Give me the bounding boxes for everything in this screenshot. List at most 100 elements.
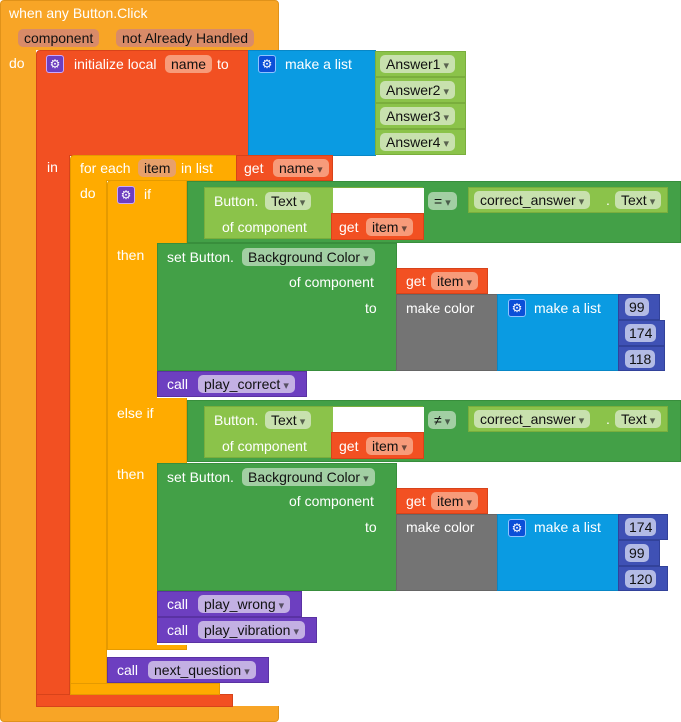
for-each-label: for each	[80, 160, 131, 176]
button-label: Button.	[214, 412, 259, 428]
property-dropdown[interactable]: Text	[265, 192, 312, 210]
get-name-block[interactable]: get name	[236, 155, 333, 181]
number-block[interactable]: 120	[618, 566, 668, 591]
component-dropdown[interactable]: correct_answer	[474, 410, 591, 428]
button-text-getter[interactable]: Button. Text of component get item	[204, 406, 424, 459]
gear-icon[interactable]: ⚙	[258, 55, 276, 73]
make-list-label: make a list	[285, 56, 352, 72]
answer-block[interactable]: Answer3	[375, 103, 466, 129]
call-label: call	[167, 376, 189, 392]
call-label: call	[117, 662, 139, 678]
init-local-footer	[36, 694, 233, 707]
do-label: do	[9, 55, 25, 71]
param-component[interactable]: component	[18, 29, 100, 47]
loop-var-item[interactable]: item	[138, 159, 177, 177]
local-var-name[interactable]: name	[165, 55, 213, 73]
property-dropdown[interactable]: Text	[615, 191, 662, 209]
call-play-vibration-block[interactable]: call play_vibration	[157, 617, 317, 643]
gear-icon[interactable]: ⚙	[508, 519, 526, 537]
number-field[interactable]: 118	[625, 350, 656, 368]
if-label: if	[144, 186, 151, 202]
param-not-already-handled[interactable]: not Already Handled	[116, 29, 255, 47]
make-a-list-block[interactable]: ⚙ make a list	[497, 514, 619, 591]
dot-label: .	[606, 411, 610, 427]
compare-equal-block[interactable]: Button. Text of component get item = cor…	[187, 181, 681, 243]
number-field[interactable]: 99	[625, 544, 649, 562]
get-item-block[interactable]: get item	[396, 488, 488, 514]
number-field[interactable]: 99	[625, 298, 649, 316]
number-block[interactable]: 99	[618, 540, 660, 566]
make-a-list-block[interactable]: ⚙ make a list	[497, 294, 619, 371]
init-local-label: initialize local	[74, 56, 157, 72]
get-item-block[interactable]: get item	[396, 268, 488, 294]
number-block[interactable]: 174	[618, 514, 668, 540]
button-text-getter[interactable]: Button. Text of component get item	[204, 187, 424, 240]
procedure-dropdown[interactable]: play_wrong	[198, 595, 291, 613]
component-dropdown[interactable]: correct_answer	[474, 191, 591, 209]
to-label: to	[365, 519, 377, 535]
call-next-question-block[interactable]: call next_question	[107, 657, 269, 683]
gear-icon[interactable]: ⚙	[508, 299, 526, 317]
operator-dropdown[interactable]: ≠	[428, 411, 457, 429]
dot-label: .	[606, 192, 610, 208]
component-dropdown[interactable]: Answer4	[380, 133, 456, 151]
to-label: to	[365, 300, 377, 316]
get-label: get	[339, 438, 359, 454]
of-component-label: of component	[289, 493, 374, 509]
component-dropdown[interactable]: Answer1	[380, 55, 456, 73]
property-dropdown[interactable]: Background Color	[242, 468, 375, 486]
set-background-color-block[interactable]: set Button. Background Color of componen…	[157, 243, 397, 371]
number-block[interactable]: 174	[618, 320, 665, 346]
var-dropdown[interactable]: item	[366, 437, 414, 455]
var-dropdown[interactable]: item	[431, 492, 479, 510]
call-play-correct-block[interactable]: call play_correct	[157, 371, 307, 397]
operator-dropdown[interactable]: =	[428, 192, 457, 210]
component-dropdown[interactable]: Answer2	[380, 81, 456, 99]
number-field[interactable]: 120	[625, 570, 657, 588]
event-title: when any Button.Click	[9, 5, 148, 21]
do-label: do	[80, 185, 96, 201]
gear-icon[interactable]: ⚙	[46, 55, 64, 73]
compare-not-equal-block[interactable]: Button. Text of component get item ≠ cor…	[187, 400, 681, 462]
set-label: set Button.	[167, 249, 234, 265]
make-list-label: make a list	[534, 519, 601, 535]
for-each-footer	[70, 683, 220, 695]
component-text-getter[interactable]: correct_answer . Text	[468, 406, 668, 432]
call-play-wrong-block[interactable]: call play_wrong	[157, 591, 302, 617]
make-color-block[interactable]: make color	[396, 514, 498, 591]
number-block[interactable]: 118	[618, 346, 665, 371]
procedure-dropdown[interactable]: play_vibration	[198, 621, 305, 639]
get-label: get	[406, 273, 426, 289]
init-local-body	[36, 155, 70, 707]
property-dropdown[interactable]: Background Color	[242, 248, 375, 266]
var-dropdown[interactable]: item	[431, 272, 479, 290]
get-item-block[interactable]: get item	[331, 213, 424, 240]
var-dropdown[interactable]: item	[366, 218, 414, 236]
number-block[interactable]: 99	[618, 294, 660, 320]
component-text-getter[interactable]: correct_answer . Text	[468, 187, 668, 213]
number-field[interactable]: 174	[625, 518, 657, 536]
answer-block[interactable]: Answer1	[375, 51, 466, 77]
make-color-label: make color	[406, 519, 475, 535]
var-dropdown[interactable]: name	[273, 159, 329, 177]
gear-icon[interactable]: ⚙	[117, 186, 135, 204]
notch	[333, 407, 424, 433]
in-label: in	[47, 159, 58, 175]
answer-block[interactable]: Answer4	[375, 129, 466, 155]
call-label: call	[167, 622, 189, 638]
procedure-dropdown[interactable]: play_correct	[198, 375, 295, 393]
to-label: to	[217, 56, 229, 72]
get-label: get	[339, 219, 359, 235]
set-background-color-block[interactable]: set Button. Background Color of componen…	[157, 463, 397, 591]
make-color-label: make color	[406, 300, 475, 316]
answer-block[interactable]: Answer2	[375, 77, 466, 103]
get-item-block[interactable]: get item	[331, 432, 424, 459]
component-dropdown[interactable]: Answer3	[380, 107, 456, 125]
property-dropdown[interactable]: Text	[265, 411, 312, 429]
number-field[interactable]: 174	[625, 324, 657, 342]
property-dropdown[interactable]: Text	[615, 410, 662, 428]
in-list-label: in list	[181, 160, 213, 176]
procedure-dropdown[interactable]: next_question	[148, 661, 256, 679]
then-label: then	[117, 466, 145, 482]
make-color-block[interactable]: make color	[396, 294, 498, 371]
